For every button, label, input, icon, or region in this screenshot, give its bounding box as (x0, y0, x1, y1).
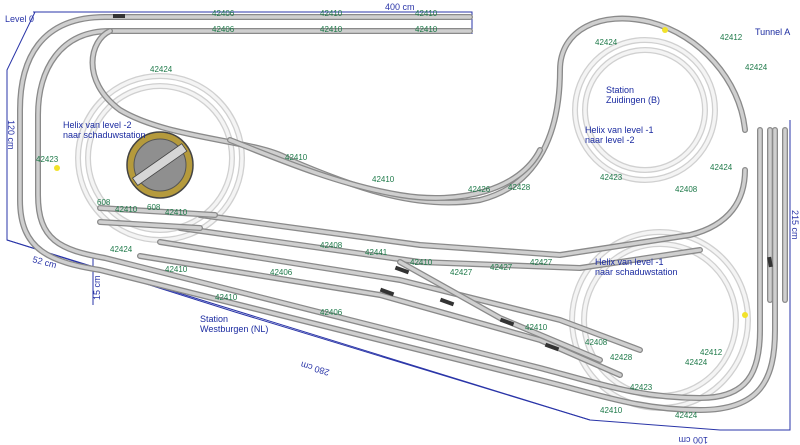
part-label: 42424 (685, 358, 708, 367)
part-label: 608 (147, 203, 161, 212)
label-helix-left-2: naar schaduwstation (63, 130, 146, 140)
part-label: 42426 (468, 185, 491, 194)
part-label: 42406 (320, 308, 343, 317)
dim-small-left: 15 cm (92, 275, 102, 300)
part-label: 42427 (490, 263, 513, 272)
part-label: 42410 (410, 258, 433, 267)
part-label: 42410 (415, 25, 438, 34)
part-label: 42408 (320, 241, 343, 250)
dim-left: 120 cm (6, 120, 16, 150)
part-label: 608 (97, 198, 111, 207)
label-station-zuid-1: Station (606, 85, 634, 95)
part-label: 42424 (150, 65, 173, 74)
part-label: 42428 (610, 353, 633, 362)
part-label: 42424 (675, 411, 698, 420)
part-label: 42406 (270, 268, 293, 277)
label-station-west-2: Westburgen (NL) (200, 324, 268, 334)
part-label: 42412 (700, 348, 723, 357)
part-label: 42441 (365, 248, 388, 257)
part-label: 42428 (508, 183, 531, 192)
label-helix-rt-1: Helix van level -1 (585, 125, 654, 135)
part-label: 42410 (215, 293, 238, 302)
part-label: 42410 (525, 323, 548, 332)
part-label: 42410 (320, 25, 343, 34)
part-label: 42423 (36, 155, 59, 164)
part-label: 42427 (450, 268, 473, 277)
part-label: 42410 (320, 9, 343, 18)
switches (113, 14, 773, 352)
part-label: 42410 (165, 208, 188, 217)
signal-light (54, 165, 60, 171)
label-tunnel: Tunnel A (755, 27, 790, 37)
signal-light (742, 312, 748, 318)
part-label: 42410 (285, 153, 308, 162)
part-label: 42423 (600, 173, 623, 182)
dim-top: 400 cm (385, 2, 415, 12)
part-label: 42427 (530, 258, 553, 267)
dim-right: 215 cm (790, 210, 800, 240)
part-label: 42410 (600, 406, 623, 415)
level-label: Level 0 (5, 14, 34, 24)
signal-light (662, 27, 668, 33)
part-label: 42424 (595, 38, 618, 47)
dim-diag-bottom: 280 cm (299, 359, 330, 377)
part-label: 42410 (415, 9, 438, 18)
dim-bottom-right: 100 cm (678, 435, 708, 445)
part-label: 42412 (720, 33, 743, 42)
part-label: 42408 (585, 338, 608, 347)
part-label: 42410 (115, 205, 138, 214)
label-station-west-1: Station (200, 314, 228, 324)
part-label: 42406 (212, 25, 235, 34)
part-numbers: 42406 42410 42410 42406 42410 42410 4242… (36, 9, 768, 420)
turntable (126, 131, 194, 199)
part-label: 42424 (745, 63, 768, 72)
part-label: 42410 (372, 175, 395, 184)
part-label: 42410 (165, 265, 188, 274)
label-helix-left-1: Helix van level -2 (63, 120, 132, 130)
part-label: 42424 (710, 163, 733, 172)
tracks (17, 14, 788, 413)
label-station-zuid-2: Zuidingen (B) (606, 95, 660, 105)
label-helix-rb-2: naar schaduwstation (595, 267, 678, 277)
label-helix-rb-1: Helix van level -1 (595, 257, 664, 267)
part-label: 42408 (675, 185, 698, 194)
part-label: 42424 (110, 245, 133, 254)
helix-right-top (572, 37, 718, 183)
part-label: 42423 (630, 383, 653, 392)
part-label: 42406 (212, 9, 235, 18)
label-helix-rt-2: naar level -2 (585, 135, 635, 145)
